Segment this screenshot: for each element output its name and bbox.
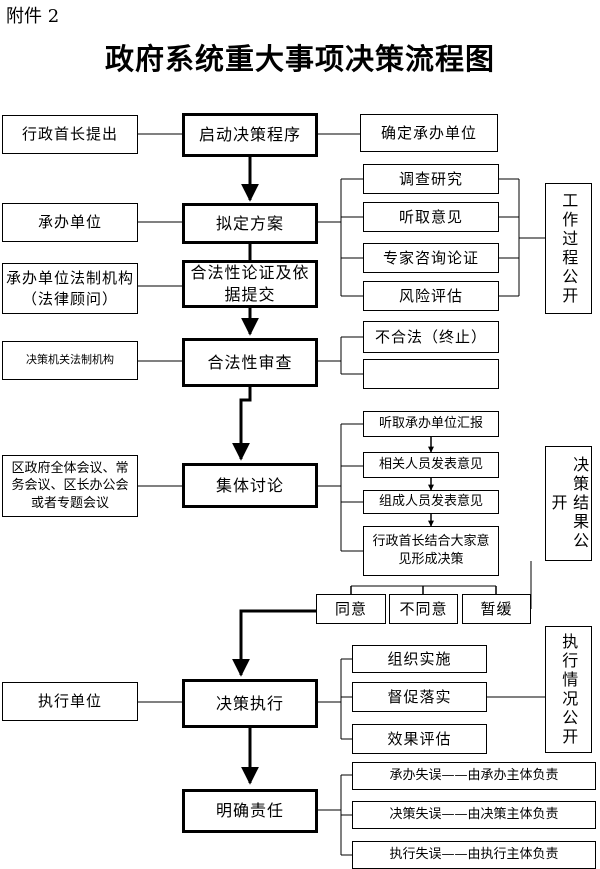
draft-plan-box: 拟定方案	[182, 203, 318, 244]
responsibility-box: 承办失误——由承办主体负责	[352, 762, 596, 790]
discussion-step-box: 行政首长结合大家意见形成决策	[363, 526, 499, 576]
accountability-box: 明确责任	[182, 789, 318, 833]
decision-result-disclosure-box: 决策结果公开	[545, 446, 592, 561]
decision-legal-box: 决策机关法制机构	[2, 341, 138, 380]
legal-office-box: 承办单位法制机构（法律顾问）	[2, 263, 138, 314]
draft-step-box: 专家咨询论证	[363, 243, 499, 273]
determine-unit-box: 确定承办单位	[360, 114, 498, 152]
empty-box	[363, 359, 499, 389]
start-process-box: 启动决策程序	[182, 113, 318, 157]
discussion-step-box: 组成人员发表意见	[363, 490, 499, 514]
execution-step-box: 效果评估	[352, 724, 487, 754]
discussion-step-box: 相关人员发表意见	[363, 452, 499, 478]
outcome-box: 不同意	[389, 594, 458, 624]
undertaker-box: 承办单位	[2, 203, 138, 242]
decision-execution-box: 决策执行	[182, 679, 318, 728]
illegal-terminate-box: 不合法（终止）	[363, 321, 499, 353]
legality-argument-box: 合法性论证及依据提交	[182, 260, 318, 308]
execution-step-box: 组织实施	[352, 645, 487, 673]
outcome-box: 同意	[316, 594, 386, 624]
draft-step-box: 调查研究	[363, 164, 499, 194]
responsibility-box: 执行失误——由执行主体负责	[352, 841, 596, 869]
executor-box: 执行单位	[2, 682, 138, 721]
draft-step-box: 风险评估	[363, 281, 499, 311]
outcome-box: 暂缓	[462, 594, 531, 624]
work-process-disclosure-box: 工作过程公开	[545, 183, 592, 314]
proposer-box: 行政首长提出	[2, 115, 138, 154]
discussion-step-box: 听取承办单位汇报	[363, 411, 499, 437]
meeting-box: 区政府全体会议、常务会议、区长办公会或者专题会议	[2, 455, 138, 517]
draft-step-box: 听取意见	[363, 202, 499, 232]
collective-discussion-box: 集体讨论	[182, 463, 318, 508]
page-title: 政府系统重大事项决策流程图	[104, 42, 495, 76]
responsibility-box: 决策失误——由决策主体负责	[352, 801, 596, 829]
attachment-label: 附件 2	[6, 6, 60, 27]
execution-step-box: 督促落实	[352, 682, 487, 712]
execution-disclosure-box: 执行情况公开	[545, 626, 592, 753]
legality-review-box: 合法性审查	[182, 338, 318, 387]
